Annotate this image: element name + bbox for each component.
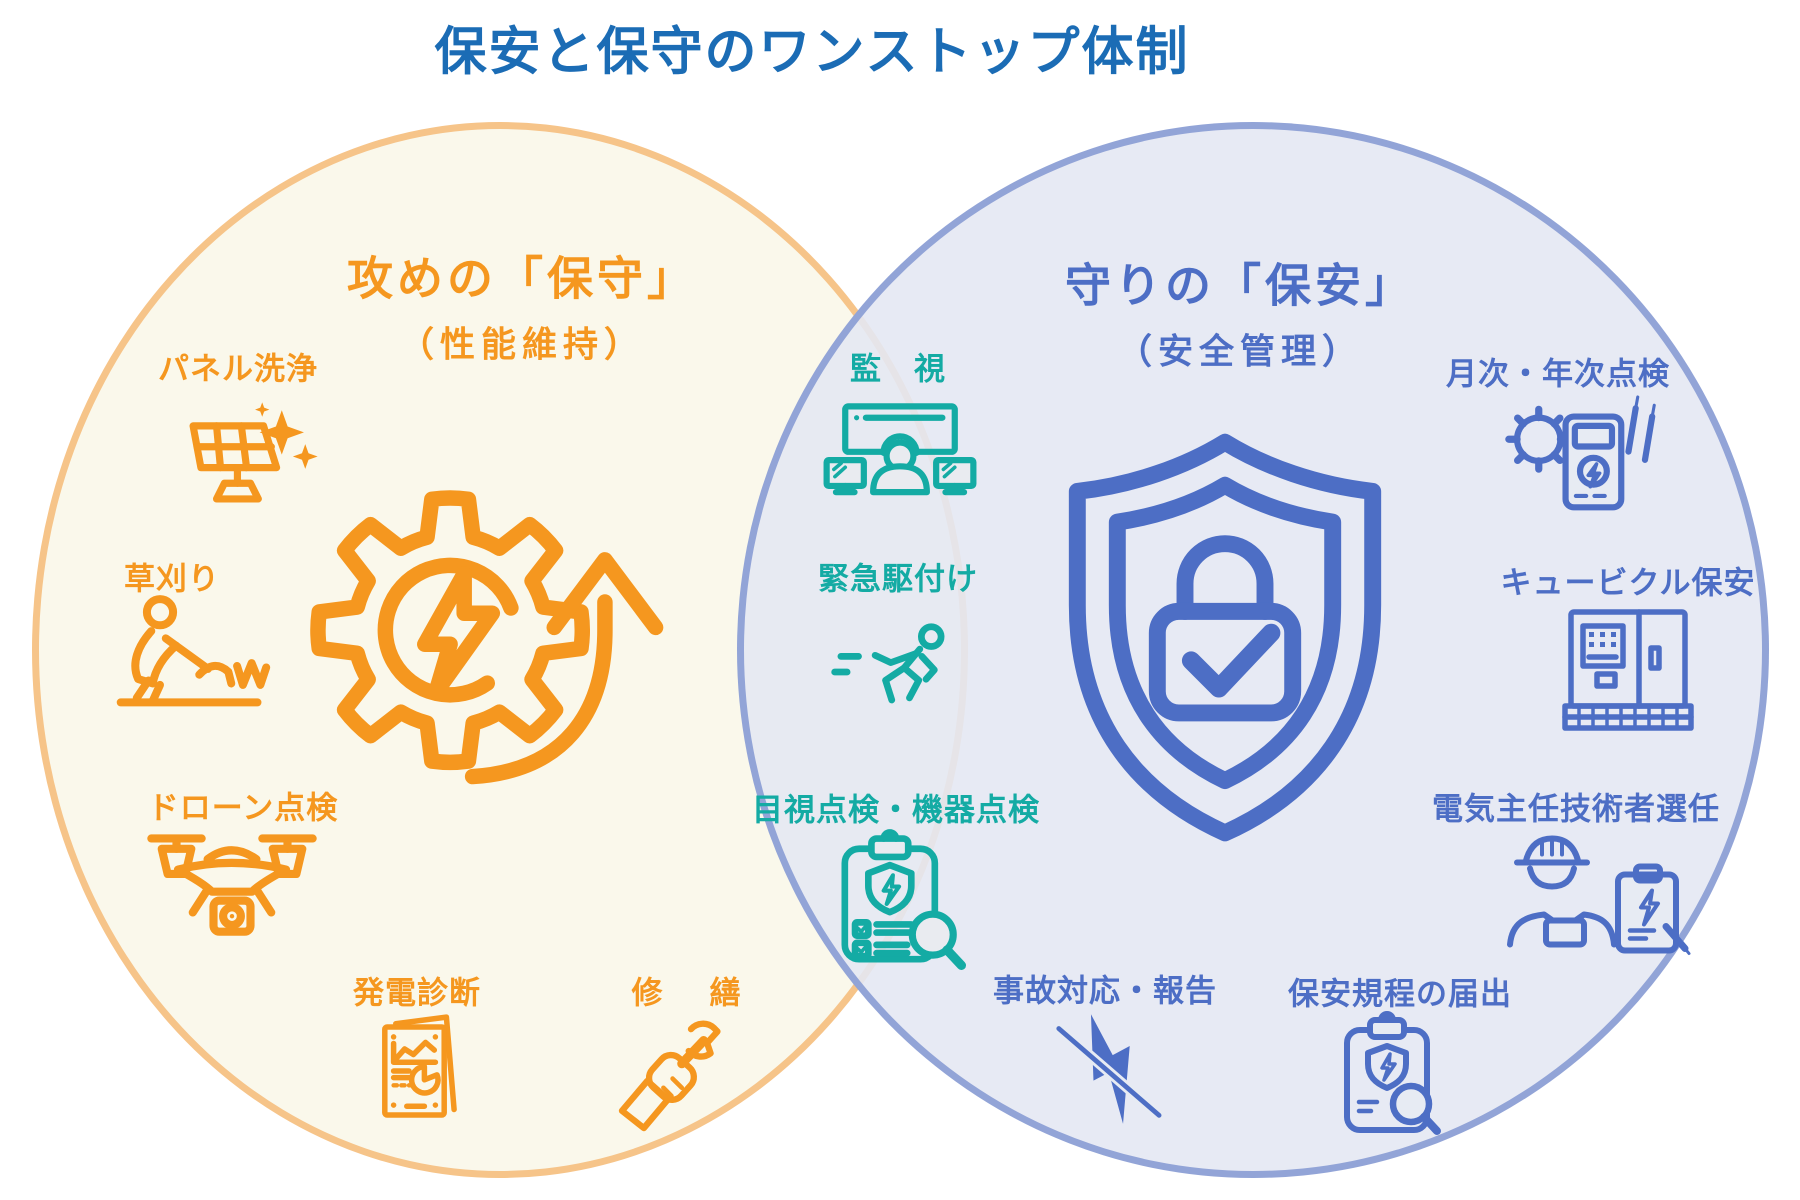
mower-icon bbox=[112, 593, 272, 738]
label-monitoring: 監 視 bbox=[850, 351, 946, 388]
label-incident-response-report: 事故対応・報告 bbox=[993, 973, 1217, 1010]
label-chief-engineer-appointment: 電気主任技術者選任 bbox=[1432, 791, 1720, 828]
shield-lock-icon bbox=[1025, 421, 1425, 852]
label-emergency-dispatch: 緊急駆付け bbox=[818, 561, 978, 598]
gear-power-up-icon bbox=[310, 467, 695, 799]
safety-circle-title: 守りの「保安」 （安全管理） bbox=[1065, 250, 1415, 375]
gear-meter-icon bbox=[1498, 392, 1663, 536]
safety-subtitle-text: （安全管理） bbox=[1116, 332, 1363, 373]
engineer-clipboard-icon bbox=[1490, 825, 1691, 980]
filing-clipboard-icon bbox=[1333, 1010, 1453, 1142]
safety-title-text: 守りの「保安」 bbox=[1065, 258, 1415, 313]
label-safety-regulation-filing: 保安規程の届出 bbox=[1288, 976, 1512, 1013]
emergency-runner-icon bbox=[831, 621, 966, 725]
inspection-clipboard-icon bbox=[831, 828, 967, 981]
crossed-bolt-icon bbox=[1040, 1007, 1175, 1132]
page-title: 保安と保守のワンストップ体制 bbox=[434, 22, 1190, 83]
label-periodic-inspection: 月次・年次点検 bbox=[1446, 356, 1670, 393]
label-visual-equipment-inspection: 目視点検・機器点検 bbox=[752, 792, 1040, 829]
label-mowing: 草刈り bbox=[124, 561, 220, 598]
cubicle-cabinet-icon bbox=[1553, 600, 1703, 740]
label-panel-cleaning: パネル洗浄 bbox=[158, 351, 318, 388]
report-chart-icon bbox=[365, 1009, 475, 1132]
monitoring-screens-icon bbox=[823, 401, 978, 513]
maintenance-title-text: 攻めの「保守」 bbox=[347, 251, 697, 306]
maintenance-circle-title: 攻めの「保守」 （性能維持） bbox=[347, 243, 697, 368]
label-repair: 修 繕 bbox=[631, 975, 749, 1012]
hand-wrench-icon bbox=[611, 1010, 726, 1139]
solar-panel-icon bbox=[167, 400, 318, 530]
label-generation-diagnosis: 発電診断 bbox=[353, 975, 481, 1012]
label-drone-inspection: ドローン点検 bbox=[147, 790, 339, 827]
drone-icon bbox=[140, 821, 325, 962]
maintenance-subtitle-text: （性能維持） bbox=[398, 325, 645, 366]
label-cubicle-safety: キュービクル保安 bbox=[1500, 565, 1756, 602]
